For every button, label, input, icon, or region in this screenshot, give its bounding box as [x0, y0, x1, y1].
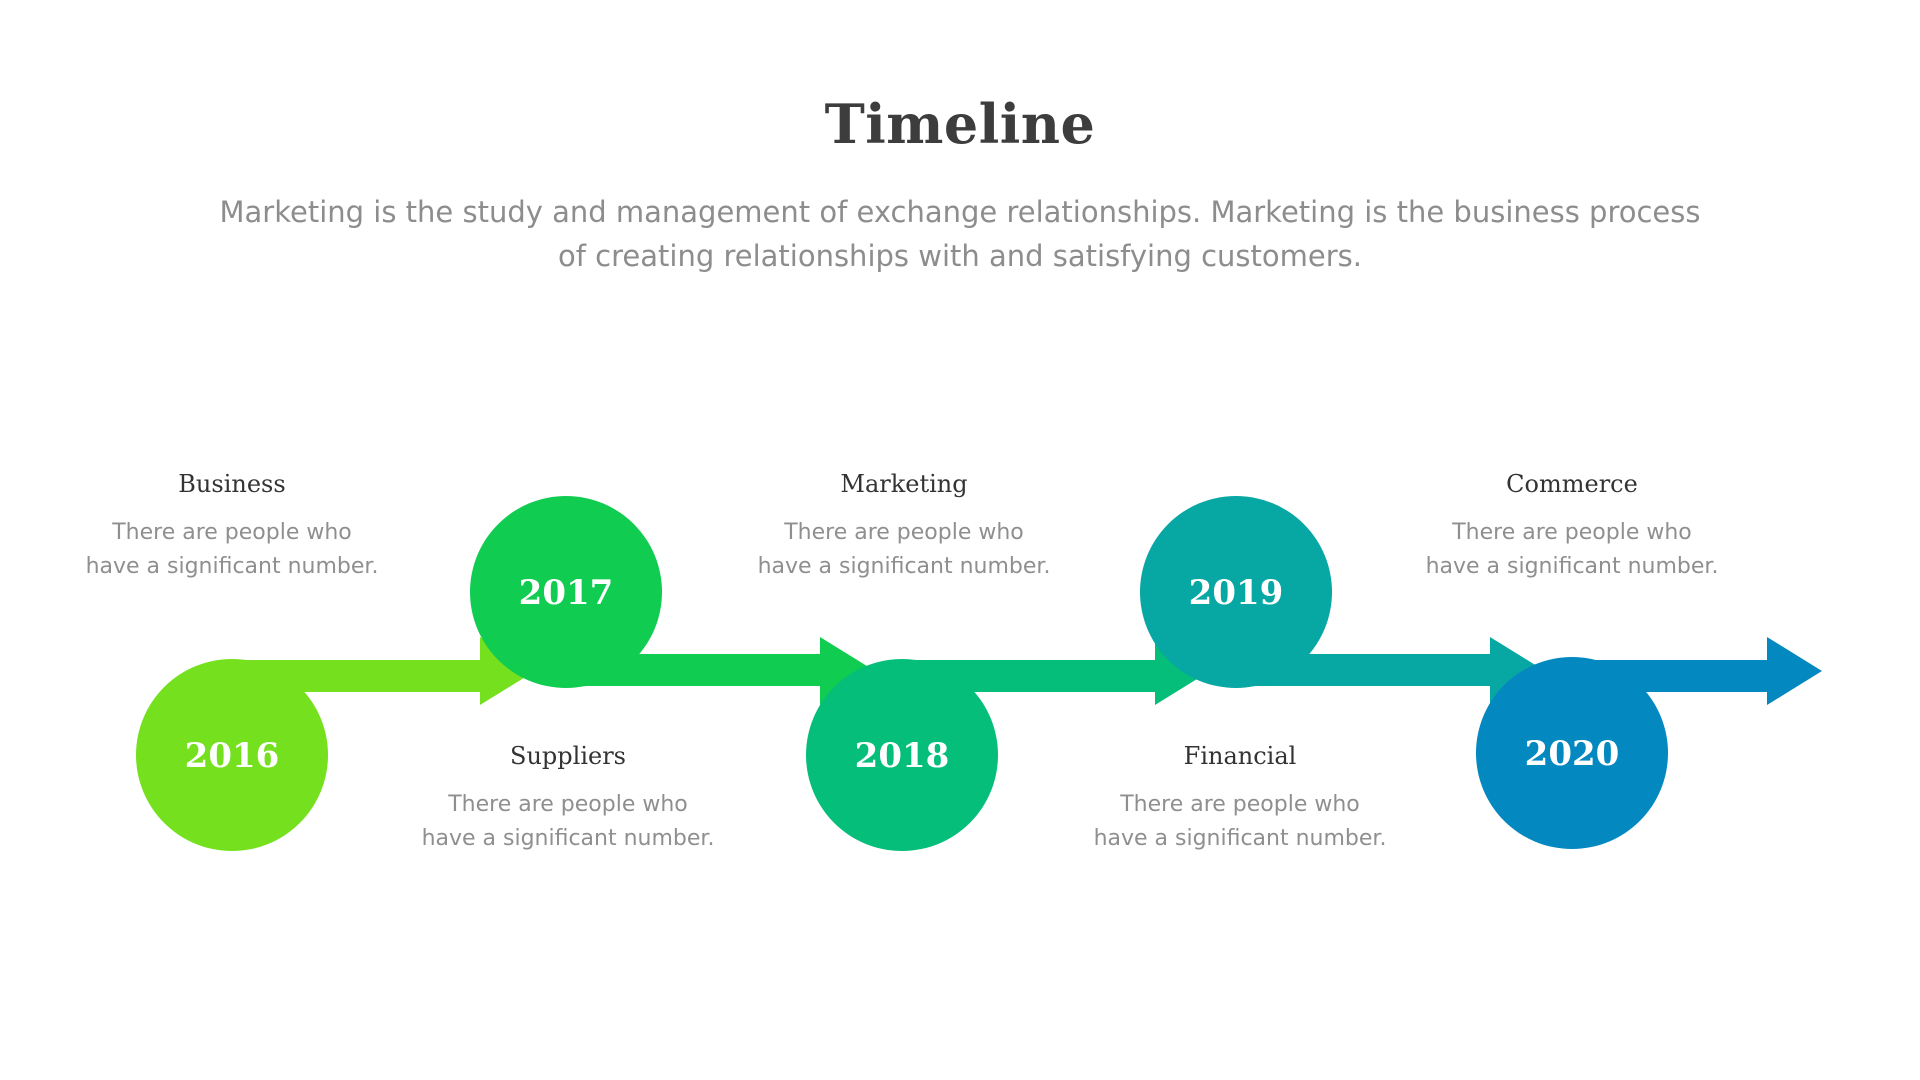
milestone-text-2017: Suppliers There are people who have a si… [418, 742, 718, 856]
circle-2019 [1140, 496, 1332, 688]
arrow-2018 [900, 637, 1210, 705]
milestone-text-2019: Financial There are people who have a si… [1090, 742, 1390, 856]
year-label-2017: 2017 [519, 573, 614, 613]
milestone-heading: Financial [1183, 742, 1297, 770]
milestone-description: There are people who have a significant … [757, 520, 1051, 579]
circle-2016 [136, 659, 328, 851]
year-label-2020: 2020 [1525, 734, 1620, 774]
milestone-heading: Marketing [840, 470, 968, 498]
circle-2017 [470, 496, 662, 688]
milestone-description: There are people who have a significant … [1093, 792, 1387, 851]
milestone-description: There are people who have a significant … [1425, 520, 1719, 579]
arrow-2019 [1235, 637, 1545, 705]
circle-2020 [1476, 657, 1668, 849]
circle-2018 [806, 659, 998, 851]
slide-title: Timeline [824, 92, 1096, 156]
milestone-text-2020: Commerce There are people who have a sig… [1422, 470, 1722, 584]
arrow-2017 [565, 637, 875, 705]
year-label-2019: 2019 [1189, 573, 1284, 613]
arrow-2016 [232, 637, 535, 705]
milestone-heading: Suppliers [510, 742, 626, 770]
milestone-text-2016: Business There are people who have a sig… [82, 470, 382, 584]
milestone-heading: Commerce [1506, 470, 1638, 498]
year-label-2018: 2018 [855, 736, 950, 776]
year-label-2016: 2016 [185, 736, 280, 776]
milestone-text-2018: Marketing There are people who have a si… [754, 470, 1054, 584]
milestone-description: There are people who have a significant … [421, 792, 715, 851]
slide-subtitle: Marketing is the study and management of… [219, 195, 1701, 273]
milestone-description: There are people who have a significant … [85, 520, 379, 579]
milestone-heading: Business [178, 470, 286, 498]
